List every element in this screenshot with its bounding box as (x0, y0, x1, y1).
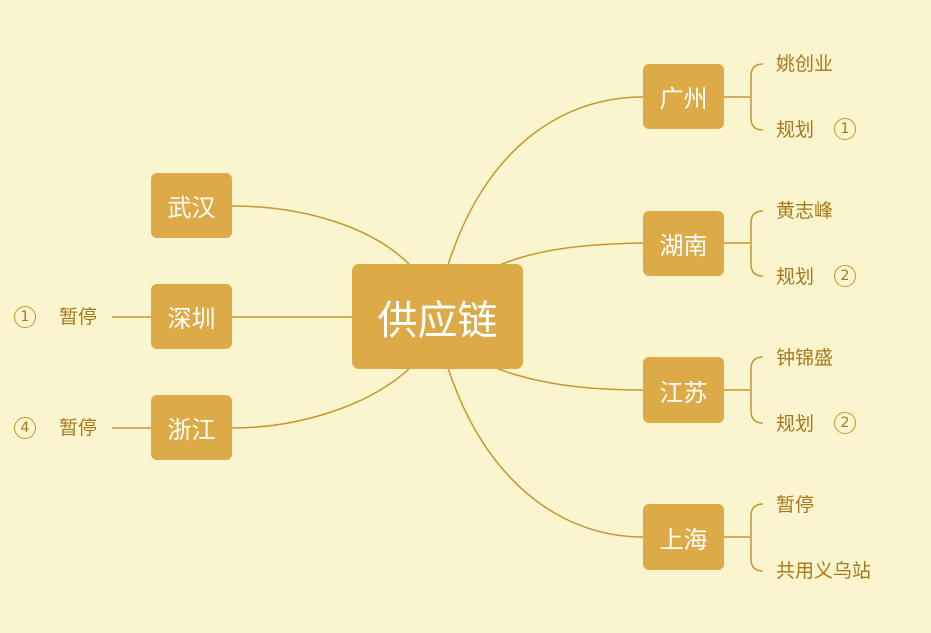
connector-root-wuhan (231, 205, 411, 266)
leaf-shenzhen[interactable]: 暂停 (59, 306, 98, 328)
bracket-jiangsu (724, 356, 764, 424)
leaf-hunan-2[interactable]: 规划 (776, 266, 815, 288)
bracket-guangzhou (724, 63, 764, 131)
leaf-shanghai-2[interactable]: 共用义乌站 (776, 560, 872, 582)
connector-root-zhejiang (231, 367, 411, 429)
branch-jiangsu[interactable]: 江苏 (643, 357, 724, 423)
bracket-hunan (724, 210, 764, 277)
leaf-shanghai-1[interactable]: 暂停 (776, 494, 815, 516)
connector-root-jiangsu (495, 367, 644, 391)
connector-root-guangzhou (447, 96, 644, 266)
branch-guangzhou[interactable]: 广州 (643, 64, 724, 129)
badge-shenzhen-leaf: 1 (14, 306, 36, 328)
branch-hunan[interactable]: 湖南 (643, 211, 724, 276)
badge-zhejiang-leaf: 4 (14, 417, 36, 439)
badge-hunan-2: 2 (834, 265, 856, 287)
branch-shanghai[interactable]: 上海 (643, 504, 724, 570)
leaf-zhejiang[interactable]: 暂停 (59, 417, 98, 439)
branch-shenzhen[interactable]: 深圳 (151, 284, 232, 349)
connector-root-hunan (499, 242, 644, 266)
branch-wuhan[interactable]: 武汉 (151, 173, 232, 238)
branch-zhejiang[interactable]: 浙江 (151, 395, 232, 460)
badge-jiangsu-2: 2 (834, 412, 856, 434)
connector-root-shanghai (447, 367, 644, 538)
leaf-hunan-1[interactable]: 黄志峰 (776, 200, 834, 222)
root-node[interactable]: 供应链 (352, 264, 523, 369)
leaf-guangzhou-2[interactable]: 规划 (776, 119, 815, 141)
leaf-jiangsu-1[interactable]: 钟锦盛 (776, 347, 834, 369)
bracket-shanghai (724, 503, 764, 572)
badge-guangzhou-2: 1 (834, 118, 856, 140)
leaf-guangzhou-1[interactable]: 姚创业 (776, 53, 834, 75)
leaf-jiangsu-2[interactable]: 规划 (776, 413, 815, 435)
